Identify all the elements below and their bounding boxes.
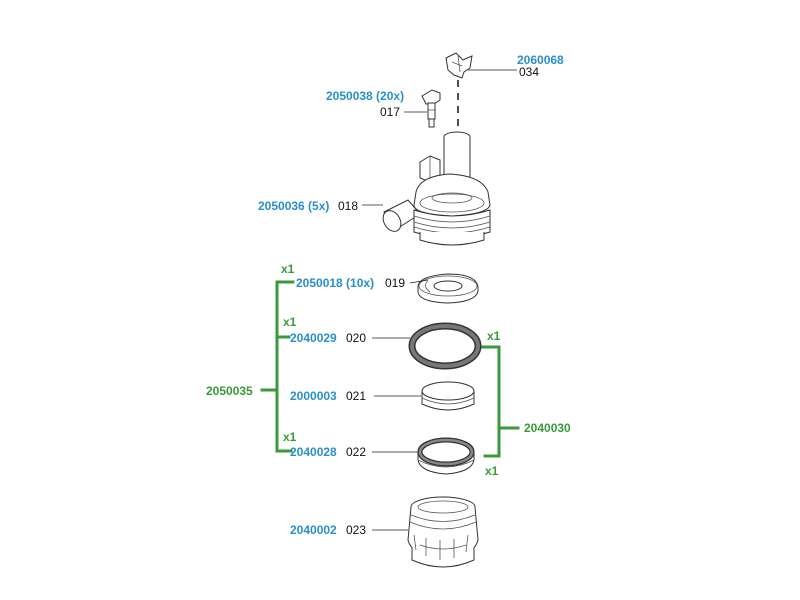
kit-qty-label: x1 [487,329,501,343]
pump-housing-icon [382,131,491,246]
position-019: 019 [385,276,405,290]
kit-number-2050035: 2050035 [206,384,253,398]
part-number-2060068: 2060068 [517,53,564,67]
part-number-2050036: 2050036 (5x) [258,199,329,213]
leader-019 [409,279,429,284]
threaded-nut-icon [407,496,479,568]
impeller-icon [445,52,473,79]
part-number-2050018: 2050018 (10x) [296,276,374,290]
large-o-ring-icon [408,322,482,370]
position-017: 017 [380,105,400,119]
kit-qty-label: x1 [485,464,499,478]
position-022: 022 [346,445,366,459]
kit-qty-label: x1 [281,262,295,276]
part-number-2040029: 2040029 [290,331,337,345]
part-number-2000003: 2000003 [290,389,337,403]
kit-qty-label: x1 [283,430,297,444]
kit-bracket-2050035 [260,280,295,453]
flat-washer-icon [417,273,479,304]
position-018: 018 [338,199,358,213]
kit-number-2040030: 2040030 [524,421,571,435]
part-number-2050038: 2050038 (20x) [326,89,404,103]
kit-bracket-2040030 [481,345,520,458]
cap-disc-icon [421,381,475,411]
position-023: 023 [346,523,366,537]
small-o-ring-icon [417,437,475,475]
kit-qty-label: x1 [283,315,297,329]
part-number-2040002: 2040002 [290,523,337,537]
position-034: 034 [519,65,539,79]
position-020: 020 [346,331,366,345]
valve-icon [421,89,441,128]
part-number-2040028: 2040028 [290,445,337,459]
position-021: 021 [346,389,366,403]
